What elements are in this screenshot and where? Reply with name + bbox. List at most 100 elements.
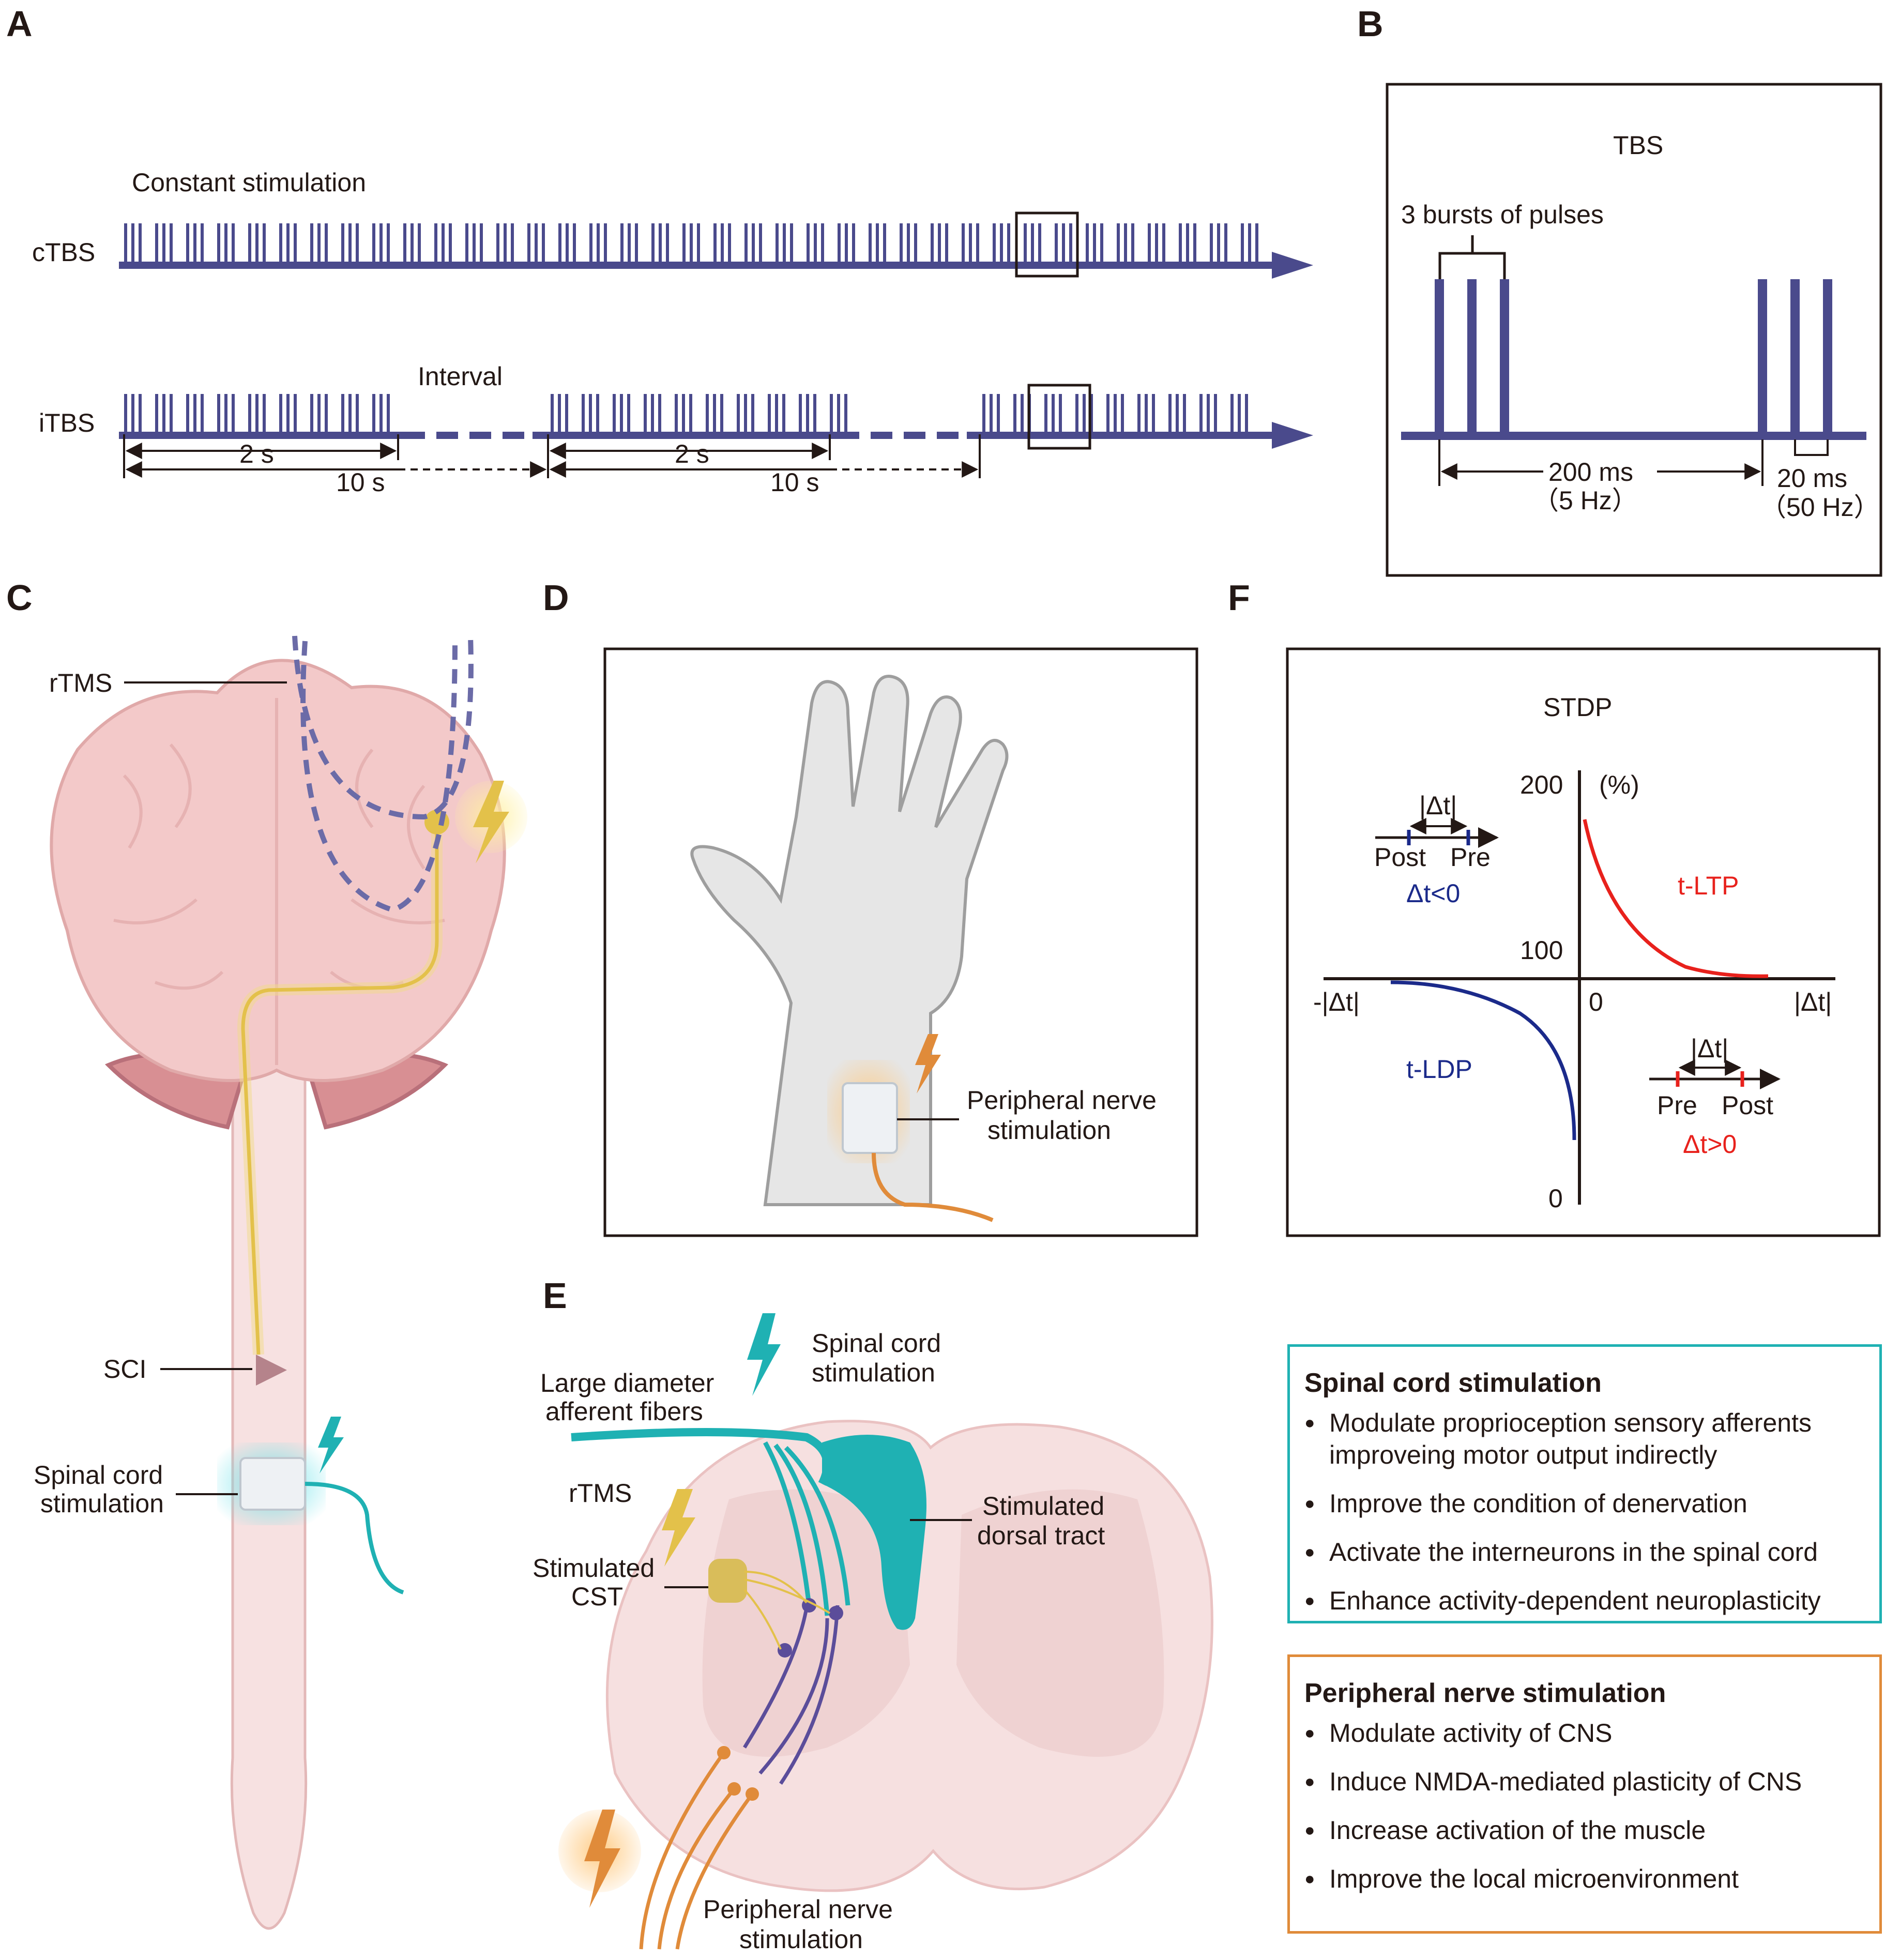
cst-projections: [743, 1571, 831, 1650]
pulse: [449, 223, 452, 264]
pulse: [1245, 394, 1248, 434]
pulse: [838, 223, 841, 264]
pulse: [565, 394, 568, 434]
peripheral-fiber: [675, 1792, 754, 1950]
pulse: [418, 223, 421, 264]
pulse: [217, 394, 220, 434]
pulse: [751, 394, 754, 434]
pulse: [813, 394, 816, 434]
pns-summary-box: Peripheral nerve stimulation Modulate ac…: [1287, 1654, 1882, 1934]
pulse: [945, 223, 948, 264]
dorsal-label-line1: Stimulated: [982, 1492, 1104, 1521]
lightning-icon: [662, 1489, 695, 1567]
pulse: [201, 394, 204, 434]
pulse: [248, 223, 251, 264]
y-unit-label: (%): [1599, 770, 1639, 799]
pulse: [224, 223, 227, 264]
panel-c-letter: C: [6, 578, 33, 618]
pulse: [442, 223, 445, 264]
synapse: [778, 1643, 792, 1658]
stimulated-cst: [708, 1559, 747, 1603]
panel-b: B TBS 3 bursts of pulses 200 ms （5 Hz） 2…: [1357, 4, 1882, 577]
rtms-coil-1: [292, 635, 474, 820]
pulse: [1069, 223, 1072, 264]
pulse: [931, 223, 934, 264]
cst-label-line1: Stimulated: [533, 1554, 655, 1583]
pulse: [1052, 394, 1055, 434]
pulse: [907, 223, 910, 264]
left-condition-label: Δt<0: [1406, 879, 1460, 908]
pulse: [279, 394, 282, 434]
scs-summary-box: Spinal cord stimulation Modulate proprio…: [1287, 1344, 1882, 1623]
dorsal-label-line2: dorsal tract: [977, 1521, 1105, 1550]
pulse: [806, 394, 809, 434]
right-dt-label: |Δt|: [1691, 1034, 1728, 1063]
pulse: [768, 394, 771, 434]
ctbs-label: cTBS: [32, 238, 95, 267]
pulse: [1124, 223, 1127, 264]
e-scs-label-line2: stimulation: [812, 1358, 935, 1387]
scs-label-line1: Spinal cord: [34, 1461, 163, 1490]
pulse: [689, 394, 692, 434]
pulse: [799, 394, 802, 434]
stimulated-dorsal-tract: [822, 1435, 926, 1630]
list-item: Improve the condition of denervation: [1304, 1487, 1865, 1520]
pulse: [170, 223, 173, 264]
pulse: [279, 223, 282, 264]
pulse: [186, 394, 189, 434]
pulse: [982, 394, 985, 434]
afferent-branch: [773, 1444, 830, 1616]
pulse: [589, 223, 592, 264]
itbs-zoom-box: [1027, 384, 1091, 450]
pulse: [224, 394, 227, 434]
pulse: [573, 223, 576, 264]
pulse: [310, 223, 313, 264]
pulse: [294, 394, 297, 434]
pulse: [255, 394, 259, 434]
pulse: [341, 394, 344, 434]
pulse: [997, 394, 1000, 434]
pulse: [170, 394, 173, 434]
pulse: [511, 223, 514, 264]
pulse: [341, 223, 344, 264]
pulse: [744, 394, 747, 434]
panel-e-letter: E: [543, 1275, 567, 1316]
pulse: [790, 223, 793, 264]
pulse: [635, 223, 638, 264]
pulse: [990, 394, 993, 434]
pulse: [582, 394, 585, 434]
pulse: [1217, 223, 1220, 264]
sci-label: SCI: [103, 1355, 146, 1384]
pulse: [620, 223, 624, 264]
panel-c: C rTMS SCI Spinal cord stimulation: [6, 578, 527, 1930]
pns-label-line1: Peripheral nerve: [967, 1086, 1157, 1115]
pulse: [201, 223, 204, 264]
pulse: [1021, 394, 1024, 434]
pulse: [651, 223, 655, 264]
pulse: [1145, 394, 1148, 434]
pulse: [914, 223, 917, 264]
pulse: [1000, 223, 1003, 264]
pulse: [186, 223, 189, 264]
ms20-bracket: [1794, 439, 1829, 456]
panel-b-letter: B: [1357, 4, 1384, 44]
two-s-label-2: 2 s: [675, 439, 709, 468]
pulse: [682, 223, 686, 264]
pulse: [348, 223, 352, 264]
scs-box-title: Spinal cord stimulation: [1304, 1368, 1602, 1398]
panel-b-frame: [1386, 83, 1882, 577]
lightning-icon: [584, 1810, 620, 1908]
pulse: [162, 394, 165, 434]
rtms-label: rTMS: [49, 668, 112, 697]
ten-s-label-2: 10 s: [770, 468, 819, 497]
pulse: [644, 394, 647, 434]
pulse: [1179, 223, 1182, 264]
pulse: [845, 223, 848, 264]
pulse: [558, 223, 561, 264]
pulse: [720, 394, 723, 434]
pulse: [124, 223, 127, 264]
pulse: [1241, 223, 1244, 264]
pulse: [776, 223, 779, 264]
pulse: [1086, 223, 1089, 264]
